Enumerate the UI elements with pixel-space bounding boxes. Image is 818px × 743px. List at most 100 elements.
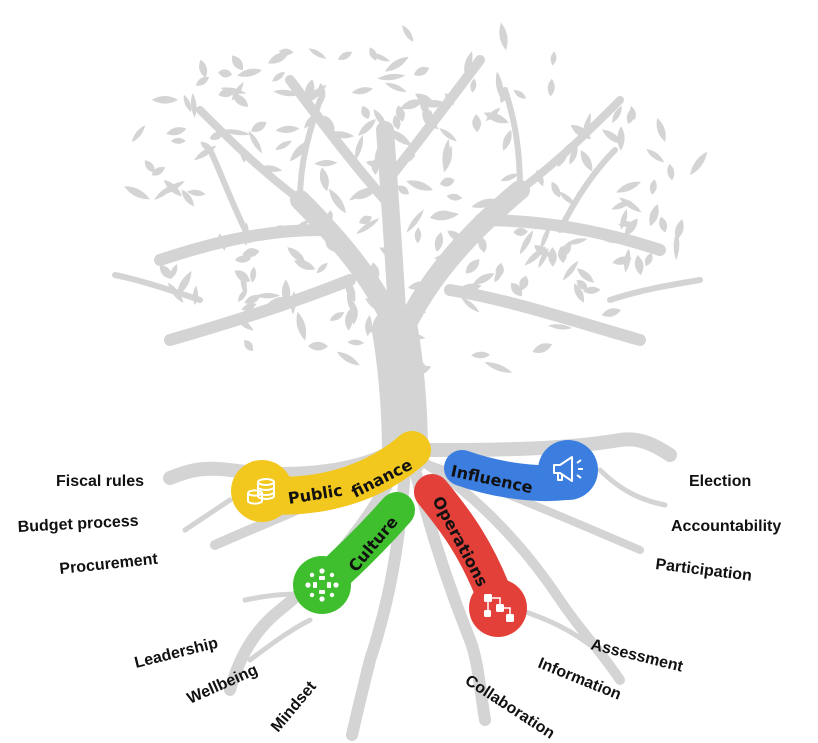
leaf-shape	[519, 275, 529, 291]
leaf-shape	[550, 51, 557, 66]
leaf-shape	[176, 271, 192, 297]
leaf-shape	[303, 84, 327, 105]
leaf-shape	[612, 105, 622, 123]
label-participation: Participation	[655, 556, 753, 585]
leaf-shape	[337, 51, 353, 60]
leaf-shape	[649, 179, 657, 195]
leaf-shape	[569, 146, 578, 165]
leaf-shape	[365, 315, 372, 337]
leaf-shape	[400, 99, 424, 110]
label-procurement: Procurement	[59, 551, 160, 578]
leaf-shape	[649, 204, 659, 227]
leaf-shape	[377, 73, 406, 81]
people-circle-icon	[305, 568, 339, 602]
megaphone-icon	[553, 456, 583, 482]
leaf-shape	[238, 288, 248, 302]
label-assessment: Assessment	[589, 636, 685, 675]
leaf-shape	[565, 238, 588, 245]
leaf-shape	[602, 129, 623, 145]
coin-stack-icon	[247, 478, 275, 505]
leaf-shape	[644, 253, 653, 267]
leaf-shape	[251, 121, 267, 132]
leaf-shape	[484, 362, 513, 373]
leaf-shape	[336, 351, 360, 366]
leaf-shape	[439, 128, 457, 142]
leaf-shape	[131, 125, 146, 143]
leaf-shape	[144, 160, 155, 173]
leaf-shape	[395, 105, 405, 122]
leaf-shape	[415, 93, 436, 107]
leaf-shape	[540, 223, 551, 251]
leaf-shape	[626, 107, 635, 125]
leaf-shape	[241, 303, 257, 311]
leaf-shape	[442, 138, 450, 167]
leaf-shape	[260, 165, 283, 173]
leaf-shape	[384, 82, 407, 92]
leaf-shape	[483, 112, 509, 124]
leaf-shape	[624, 218, 638, 237]
leaf-shape	[248, 130, 263, 154]
leaf-shape	[406, 209, 424, 233]
leaf-shape	[250, 266, 257, 283]
leaf-shape	[618, 197, 642, 213]
leaf-shape	[472, 114, 482, 133]
leaf-shape	[324, 115, 335, 130]
leaf-shape	[414, 227, 422, 244]
leaf-shape	[495, 262, 504, 279]
leaf-shape	[558, 191, 576, 206]
process-flow-icon	[484, 594, 514, 622]
leaf-shape	[439, 177, 455, 187]
leaf-shape	[356, 218, 380, 235]
leaf-shape	[623, 248, 631, 273]
leaf-shape	[502, 129, 512, 151]
leaf-shape	[646, 149, 665, 163]
leaf-shape	[551, 181, 561, 198]
leaf-shape	[237, 68, 263, 77]
leaf-shape	[617, 126, 625, 151]
label-accountability: Accountability	[671, 518, 781, 535]
leaf-shape	[510, 282, 523, 297]
leaf-shape	[470, 78, 477, 93]
label-mindset: Mindset	[268, 678, 320, 736]
leaf-shape	[402, 25, 414, 42]
leaf-shape	[434, 231, 444, 252]
leaf-shape	[562, 260, 579, 281]
leaf-shape	[159, 264, 172, 279]
leaf-shape	[690, 151, 708, 176]
leaf-shape	[163, 179, 182, 197]
leaf-shape	[354, 134, 364, 161]
leaf-shape	[361, 105, 370, 120]
label-budget-process: Budget process	[17, 513, 139, 536]
leaf-shape	[446, 193, 463, 201]
leaf-shape	[221, 129, 251, 136]
leaf-shape	[472, 273, 495, 285]
leaf-shape	[465, 259, 480, 274]
leaf-shape	[166, 127, 187, 136]
leaf-shape	[500, 173, 519, 182]
leaf-shape	[406, 180, 433, 191]
leaf-shape	[580, 150, 593, 172]
leaf-shape	[236, 317, 254, 331]
leaf-shape	[218, 69, 233, 78]
leaf-shape	[307, 341, 329, 351]
leaf-shape	[244, 339, 254, 352]
leaf-shape	[272, 72, 285, 82]
leaf-shape	[464, 51, 473, 75]
leaf-shape	[319, 167, 329, 192]
label-election: Election	[689, 473, 751, 490]
leaf-shape	[170, 264, 178, 280]
leaf-shape	[181, 189, 195, 207]
leaf-shape	[397, 185, 410, 195]
leaf-shape	[413, 66, 430, 76]
leaf-shape	[560, 243, 572, 256]
leaf-shape	[183, 94, 192, 113]
leaf-shape	[187, 189, 206, 196]
leaf-shape	[347, 339, 365, 346]
leaf-shape	[513, 227, 528, 236]
leaf-shape	[601, 308, 621, 317]
leaf-shape	[351, 87, 374, 95]
leaf-shape	[499, 22, 508, 51]
leaf-shape	[273, 89, 301, 97]
leaf-shape	[461, 297, 480, 313]
